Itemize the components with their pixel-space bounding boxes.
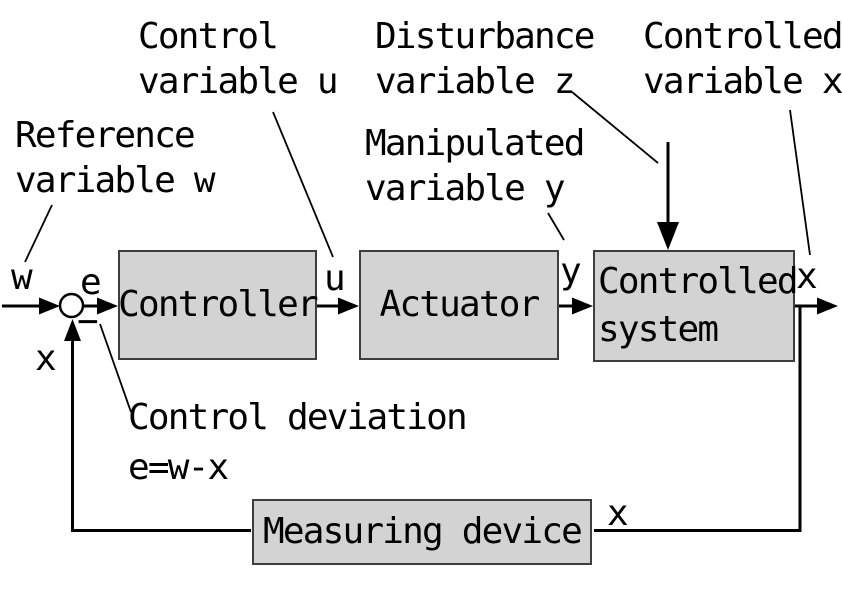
signal-label-x-output: x	[796, 256, 818, 297]
arrowhead-z-into-system	[657, 222, 679, 250]
arrowhead-x-output	[817, 297, 838, 315]
feedback-line-right	[594, 306, 802, 532]
signal-label-y: y	[560, 251, 582, 292]
arrowhead-y-into-system	[572, 297, 593, 315]
controller-block: Controller	[118, 250, 319, 360]
signal-label-x-measured: x	[607, 493, 629, 534]
summing-junction-minus-sign: −	[77, 301, 99, 342]
leader-line-control-deviation	[99, 323, 132, 413]
feedback-line-left	[71, 339, 251, 532]
leader-line-disturbance-variable	[571, 91, 659, 164]
controlled-system-label: Controlled system	[598, 261, 799, 350]
annotation-control-variable: Control variable u	[138, 16, 339, 102]
leader-line-controlled-variable	[789, 109, 811, 256]
annotation-control-deviation: Control deviation e=w-x	[128, 397, 468, 488]
actuator-label: Actuator	[379, 284, 541, 325]
actuator-block: Actuator	[359, 250, 559, 360]
annotation-disturbance-variable: Disturbance variable z	[375, 16, 595, 102]
leader-line-control-variable	[272, 111, 334, 258]
leader-line-manipulated-variable	[547, 212, 565, 241]
signal-label-w: w	[11, 257, 33, 298]
controlled-system-block: Controlled system	[593, 250, 799, 362]
arrowhead-e-into-controller	[97, 297, 118, 315]
controller-label: Controller	[118, 284, 319, 325]
annotation-controlled-variable: Controlled variable x	[643, 16, 842, 102]
signal-label-e: e	[80, 262, 102, 303]
signal-label-x-feedback: x	[35, 338, 57, 379]
leader-line-reference-variable	[24, 204, 53, 263]
arrowhead-w-into-junction	[39, 297, 60, 315]
arrowhead-x-into-junction	[64, 319, 81, 341]
signal-label-u: u	[324, 258, 346, 299]
annotation-manipulated-variable: Manipulated variable y	[365, 123, 585, 209]
summing-junction-circle	[58, 292, 85, 319]
measuring-device-label: Measuring device	[263, 511, 583, 552]
measuring-device-block: Measuring device	[252, 499, 592, 565]
annotation-reference-variable: Reference variable w	[15, 115, 216, 201]
arrowhead-u-into-actuator	[338, 297, 359, 315]
